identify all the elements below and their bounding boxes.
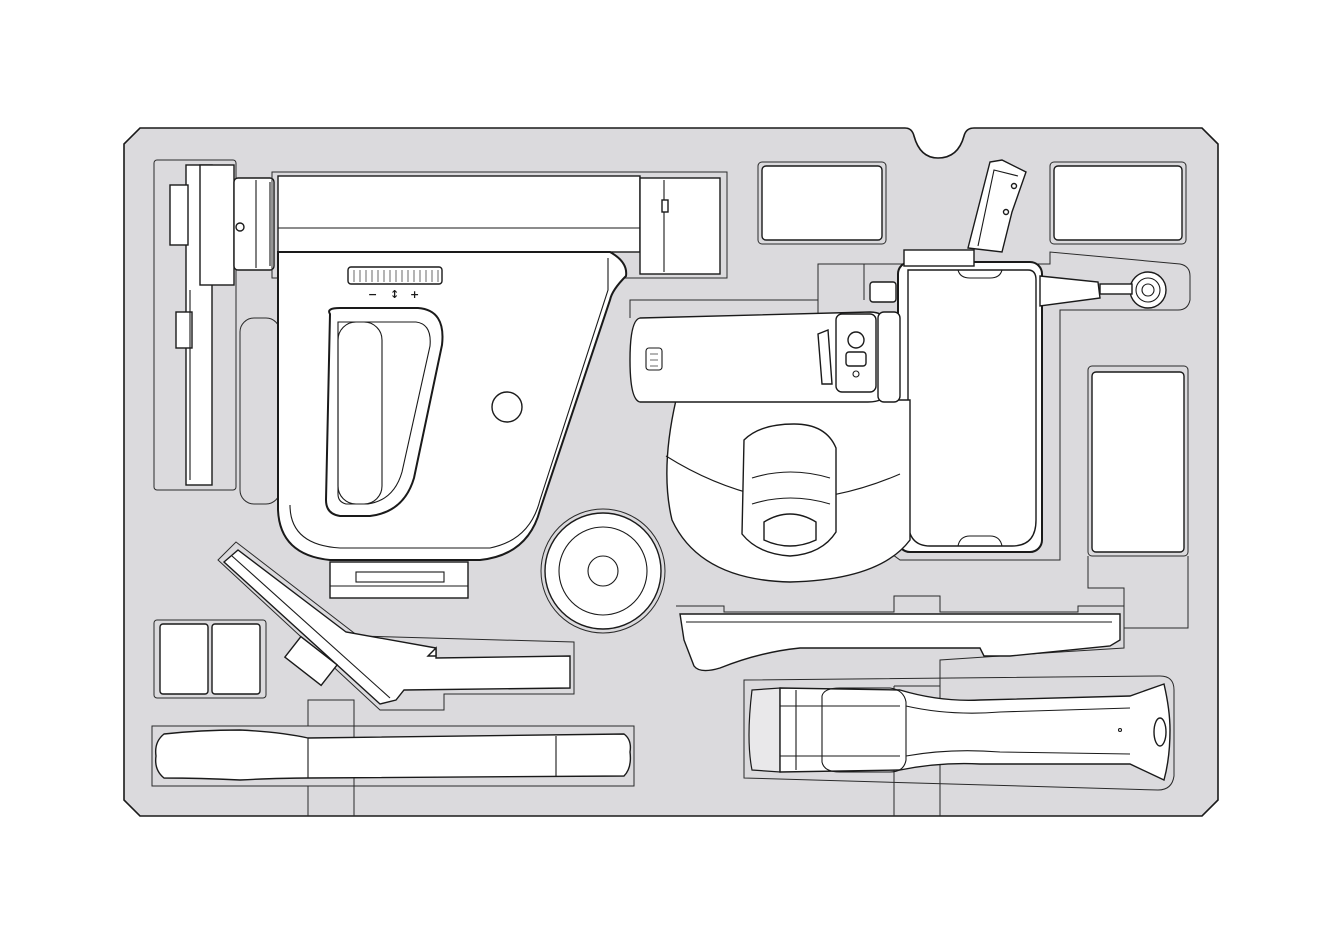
adjustment-dial	[347, 266, 443, 285]
dial-plus-mark: +	[410, 288, 419, 301]
flat-bar-part	[676, 595, 1125, 686]
round-disc-part	[540, 508, 666, 634]
angled-lever-part	[217, 541, 575, 711]
phone-holder-part	[629, 159, 1191, 583]
pocket-top-center	[757, 161, 887, 245]
main-housing-part: − ↕ +	[271, 171, 728, 599]
pocket-top-right	[1049, 161, 1187, 245]
pocket-right-tall	[1087, 365, 1189, 557]
side-clamp-part	[153, 159, 275, 491]
wrench-part	[151, 699, 635, 816]
grip-handle-part	[743, 675, 1175, 816]
small-blocks	[153, 619, 267, 699]
dial-minus-mark: −	[368, 288, 377, 301]
dial-center-mark: ↕	[390, 288, 399, 301]
